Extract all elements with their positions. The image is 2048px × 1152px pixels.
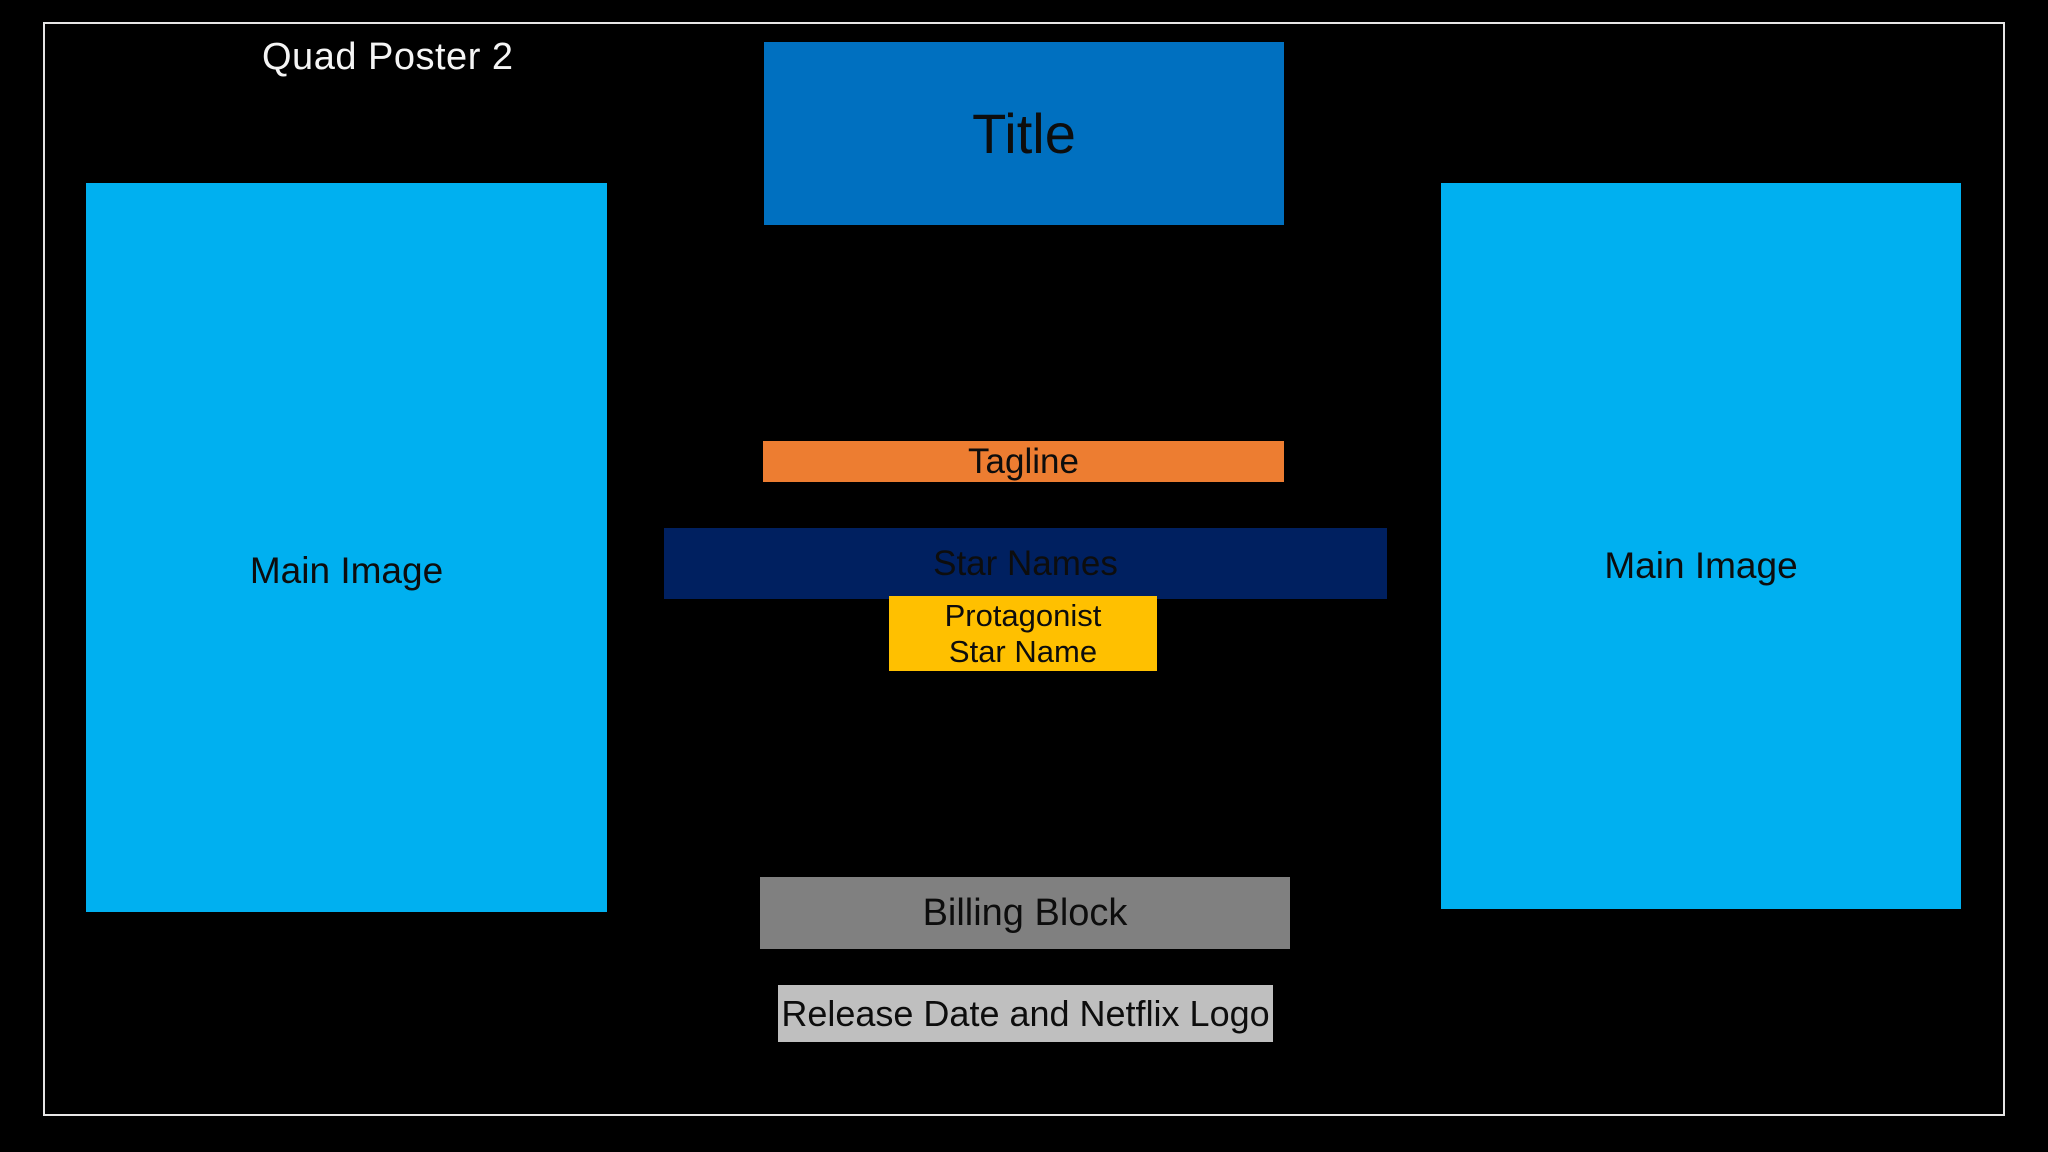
tagline-placeholder-box: Tagline: [763, 441, 1284, 482]
star-names-placeholder-box: Star Names: [664, 528, 1387, 599]
release-date-netflix-logo-label: Release Date and Netflix Logo: [781, 992, 1270, 1034]
main-image-left-label: Main Image: [249, 549, 444, 591]
protagonist-label-line2: Star Name: [948, 633, 1098, 669]
billing-block-label: Billing Block: [922, 891, 1128, 934]
protagonist-star-name-placeholder-box: Protagonist Star Name: [889, 596, 1157, 671]
slide-title-label: Quad Poster 2: [262, 36, 514, 78]
release-date-netflix-logo-placeholder-box: Release Date and Netflix Logo: [778, 985, 1273, 1042]
protagonist-label-line1: Protagonist: [944, 597, 1102, 633]
main-image-right-label: Main Image: [1604, 545, 1798, 586]
slide-border-frame: [43, 22, 2005, 1116]
title-placeholder-box: Title: [764, 42, 1284, 225]
main-image-right-placeholder-box: Main Image: [1441, 183, 1961, 909]
billing-block-placeholder-box: Billing Block: [760, 877, 1290, 949]
title-placeholder-label: Title: [972, 102, 1076, 165]
tagline-label: Tagline: [968, 441, 1079, 481]
main-image-left-placeholder-box: Main Image: [86, 183, 607, 912]
star-names-label: Star Names: [933, 543, 1118, 583]
